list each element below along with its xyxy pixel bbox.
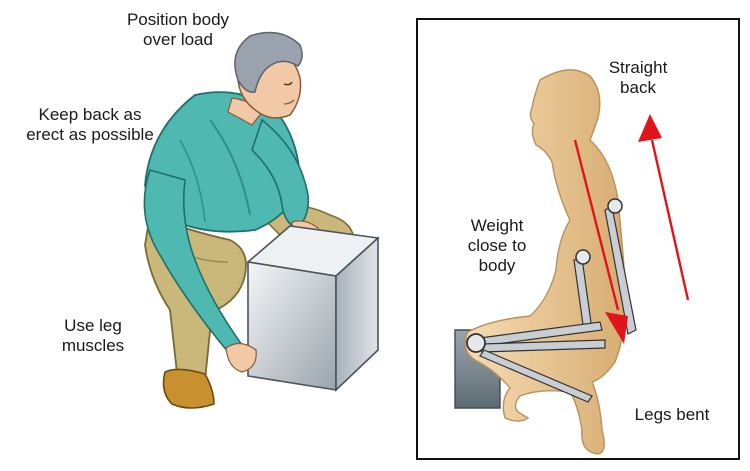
- label-position-body: Position body over load: [108, 10, 248, 50]
- label-use-leg: Use leg muscles: [48, 316, 138, 356]
- label-straight-back-line2: back: [598, 78, 678, 98]
- lifting-man: [144, 33, 378, 408]
- label-legs-bent: Legs bent: [622, 405, 722, 425]
- label-weight-close-line1: Weight: [452, 216, 542, 236]
- label-keep-back-line1: Keep back as: [10, 105, 170, 125]
- label-position-body-line2: over load: [108, 30, 248, 50]
- label-use-leg-line2: muscles: [48, 336, 138, 356]
- label-straight-back: Straight back: [598, 58, 678, 98]
- label-weight-close: Weight close to body: [452, 216, 542, 276]
- box-front: [248, 262, 336, 390]
- label-keep-back: Keep back as erect as possible: [10, 105, 170, 145]
- box: [248, 226, 378, 390]
- label-weight-close-line3: body: [452, 256, 542, 276]
- label-straight-back-line1: Straight: [598, 58, 678, 78]
- label-use-leg-line1: Use leg: [48, 316, 138, 336]
- man-shoe: [164, 369, 214, 408]
- label-weight-close-line2: close to: [452, 236, 542, 256]
- label-position-body-line1: Position body: [108, 10, 248, 30]
- label-keep-back-line2: erect as possible: [10, 125, 170, 145]
- label-legs-bent-line1: Legs bent: [622, 405, 722, 425]
